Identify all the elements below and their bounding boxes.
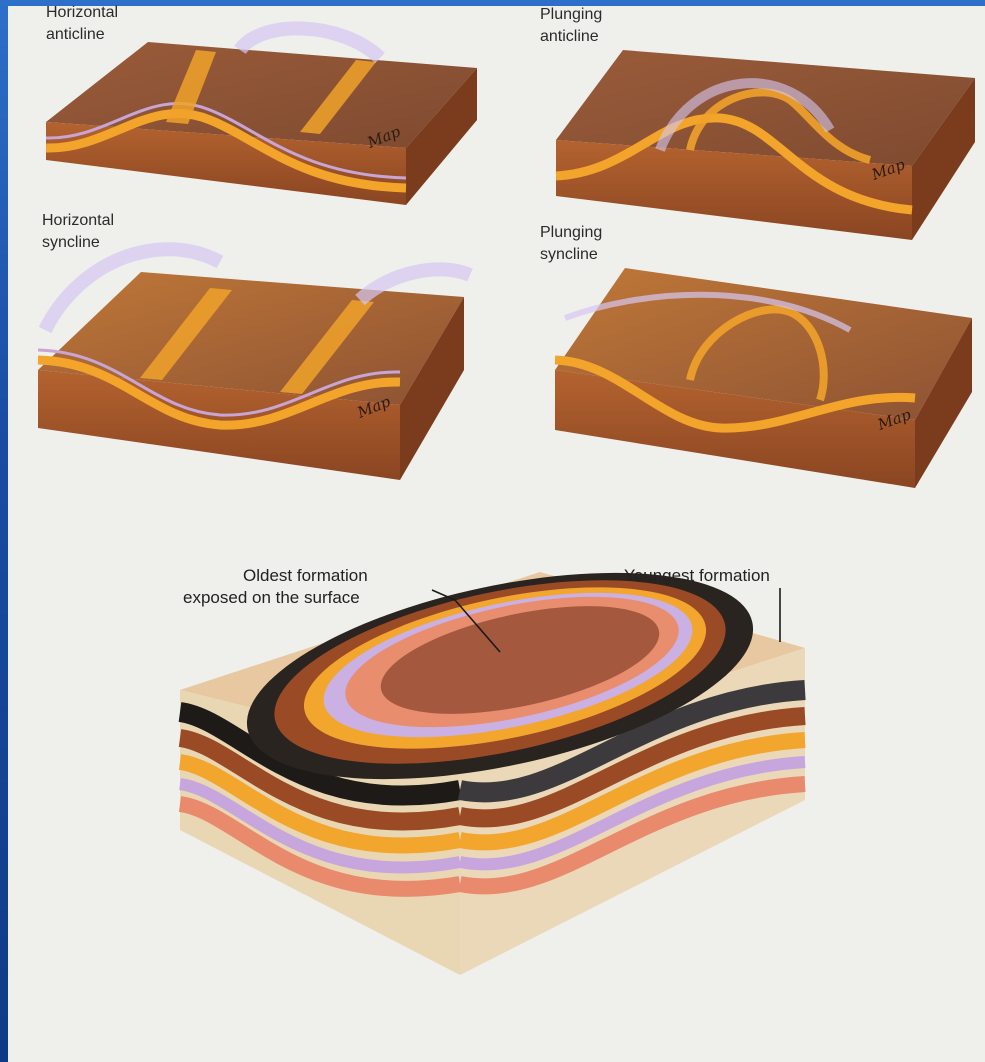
horizontal-anticline-title: Horizontal xyxy=(46,2,118,23)
youngest-formation-label: Youngest formation xyxy=(624,565,770,587)
horizontal-anticline-block: Map xyxy=(46,28,477,205)
oldest-formation-label: Oldest formation xyxy=(243,565,368,587)
oldest-formation-label-2: exposed on the surface xyxy=(183,587,360,609)
horizontal-syncline-title: Horizontal xyxy=(42,210,114,231)
plunging-syncline-block: Map xyxy=(555,268,972,488)
plunging-anticline-subtitle: anticline xyxy=(540,26,599,47)
horizontal-syncline-subtitle: syncline xyxy=(42,232,100,253)
plunging-anticline-block: Map xyxy=(556,50,975,240)
horizontal-syncline-block: Map xyxy=(38,249,470,480)
plunging-anticline-title: Plunging xyxy=(540,4,602,25)
plunging-syncline-subtitle: syncline xyxy=(540,244,598,265)
plunging-syncline-title: Plunging xyxy=(540,222,602,243)
horizontal-anticline-subtitle: anticline xyxy=(46,24,105,45)
